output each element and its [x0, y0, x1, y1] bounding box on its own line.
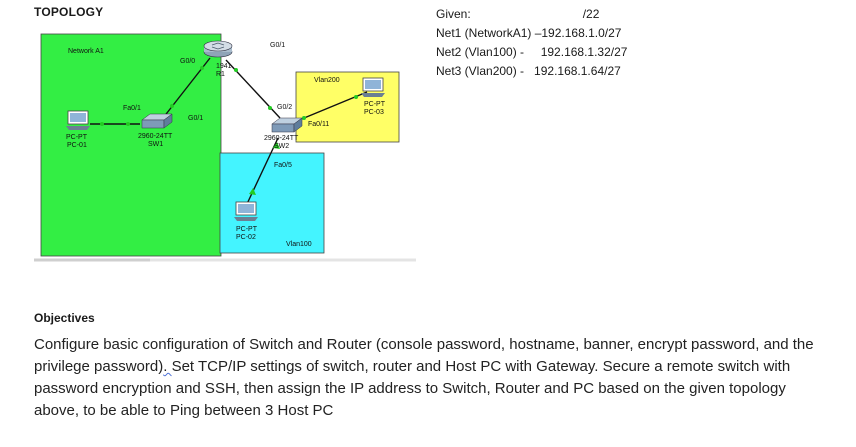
objectives-text-part2: Set TCP/IP settings of switch, router an… — [34, 358, 791, 419]
label-pc03-type: PC-PT — [364, 101, 386, 108]
port-marker — [249, 188, 256, 195]
port-marker — [100, 122, 104, 126]
pc02-icon — [234, 201, 258, 221]
port-marker — [268, 106, 272, 110]
given-header: Given: /22 — [436, 5, 627, 24]
label-router-name: R1 — [216, 71, 225, 78]
given-label: Given: — [436, 7, 471, 21]
port-marker — [273, 142, 280, 149]
topology-diagram: Network A1 G0/0 G0/1 1941 R1 Vlan200 G0/… — [34, 33, 416, 262]
given-net3: Net3 (Vlan200) - 192.168.1.64/27 — [436, 64, 621, 78]
given-net1: Net1 (NetworkA1) –192.168.1.0/27 — [436, 26, 622, 40]
label-pc01-name: PC-01 — [67, 142, 87, 149]
port-markers — [100, 66, 358, 195]
label-router-model: 1941 — [216, 63, 232, 70]
label-pc02-name: PC-02 — [236, 234, 256, 241]
link-r1-sw2 — [225, 59, 281, 119]
label-sw2-model: 2960-24TT — [264, 135, 299, 142]
pc03-icon — [361, 77, 385, 97]
spell-check-flag: . — [163, 358, 172, 375]
port-marker — [354, 95, 358, 99]
router-r1-icon — [203, 40, 233, 58]
port-marker — [200, 66, 204, 70]
port-marker — [302, 116, 306, 120]
pc01-icon — [66, 110, 90, 130]
label-fa05: Fa0/5 — [274, 162, 292, 169]
label-g02: G0/2 — [277, 104, 292, 111]
label-fa011: Fa0/11 — [308, 121, 329, 128]
topology-title: TOPOLOGY — [34, 5, 104, 19]
label-g00: G0/0 — [180, 58, 195, 65]
label-g01-router: G0/1 — [270, 42, 285, 49]
switch-sw2-icon — [271, 117, 303, 133]
label-fa01: Fa0/1 — [123, 105, 141, 112]
given-block: Given: /22 Net1 (NetworkA1) –192.168.1.0/… — [436, 5, 627, 81]
port-marker — [234, 68, 238, 72]
label-pc03-name: PC-03 — [364, 109, 384, 116]
link-sw2-pc02 — [245, 137, 279, 207]
label-network-a1: Network A1 — [68, 48, 104, 55]
given-prefix: /22 — [582, 7, 600, 21]
network-a1-area — [40, 33, 222, 257]
label-pc02-type: PC-PT — [236, 226, 258, 233]
given-net2: Net2 (Vlan100) - 192.168.1.32/27 — [436, 45, 628, 59]
objectives-title: Objectives — [34, 311, 95, 325]
label-vlan100: Vlan100 — [286, 241, 312, 248]
switch-sw1-icon — [141, 113, 173, 129]
label-vlan200: Vlan200 — [314, 77, 340, 84]
label-pc01-type: PC-PT — [66, 134, 88, 141]
label-sw2-name: SW2 — [274, 143, 289, 150]
objectives-text-part1: Configure basic configuration of Switch … — [34, 336, 814, 375]
port-marker — [170, 104, 174, 108]
label-g01-sw1: G0/1 — [188, 115, 203, 122]
label-sw1-model: 2960-24TT — [138, 133, 173, 140]
label-sw1-name: SW1 — [148, 141, 163, 148]
port-marker — [126, 122, 130, 126]
objectives-paragraph: Configure basic configuration of Switch … — [34, 334, 834, 422]
